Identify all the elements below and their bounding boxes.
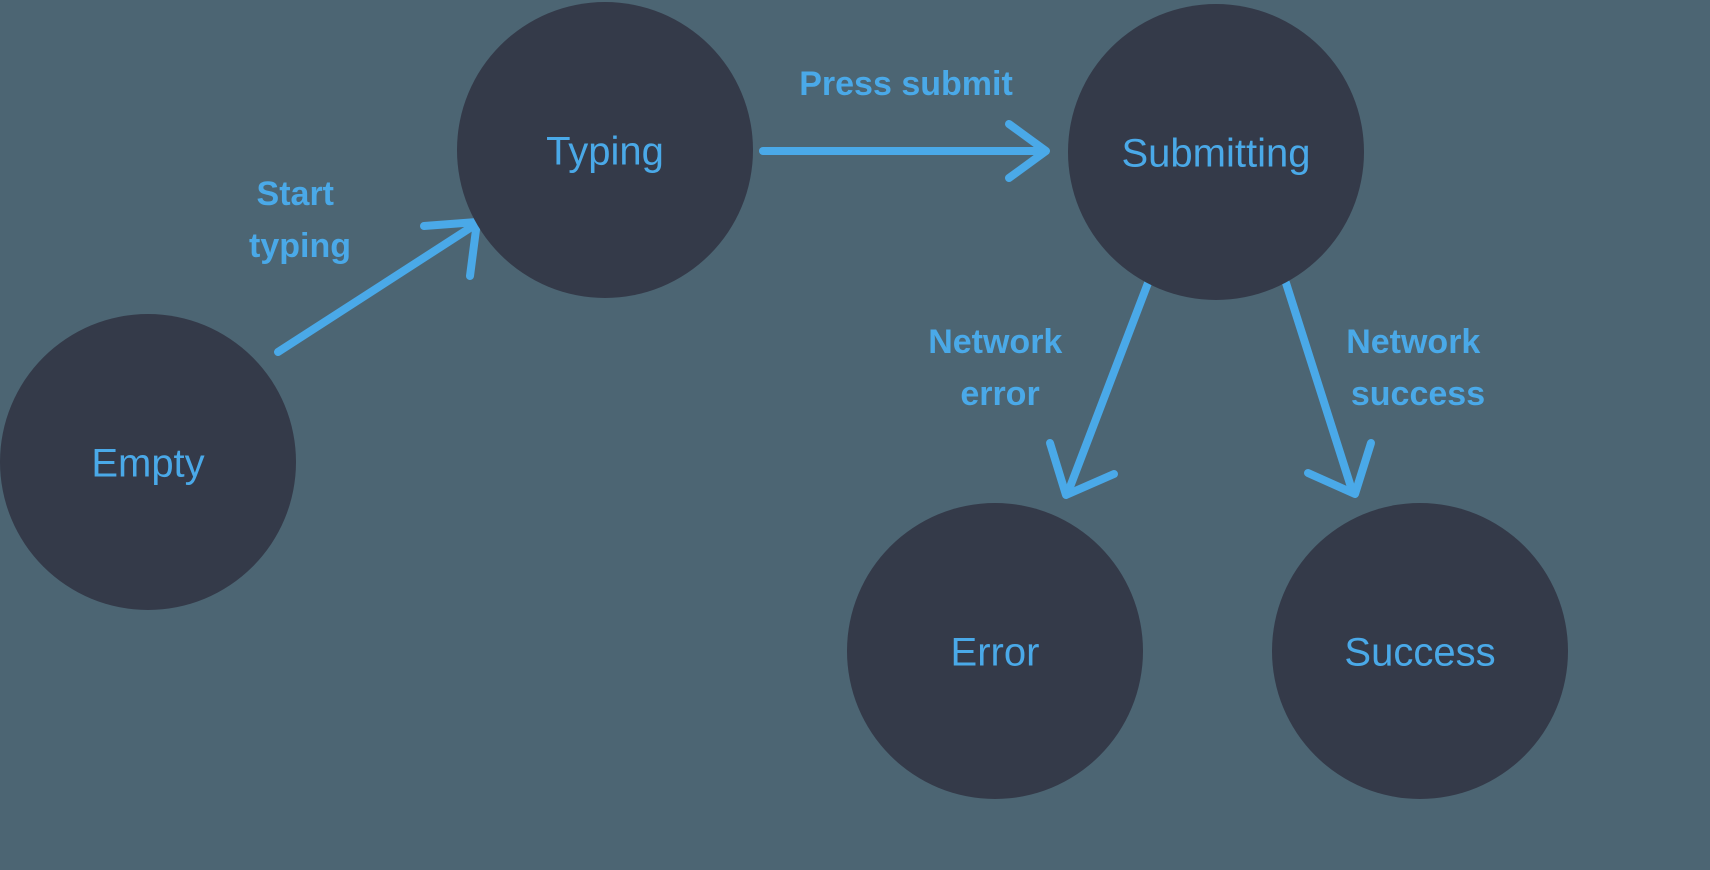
edge-label-network-error-line2: error [960,375,1039,413]
node-typing[interactable]: Typing [457,2,753,298]
node-empty[interactable]: Empty [0,314,296,610]
edge-label-start-typing-line2: typing [249,227,351,265]
edge-submitting-to-success [1282,279,1375,498]
node-success-circle[interactable] [1272,503,1568,799]
node-success-label: Success [1344,631,1495,675]
node-empty-label: Empty [91,442,204,486]
edge-label-network-error-line1: Network [928,323,1062,361]
edge-label-press-submit: Press submit [799,65,1013,103]
edge-label-network-error: Network error [928,323,1072,413]
edge-typing-to-submitting-arrowhead [1005,120,1050,182]
edge-submitting-to-success-arrowhead [1304,439,1375,498]
node-error-label: Error [951,631,1040,675]
edge-typing-to-submitting [759,120,1050,182]
edge-label-press-submit-line1: Press submit [799,65,1013,103]
edge-label-start-typing-line1: Start [257,175,334,213]
node-typing-circle[interactable] [457,2,753,298]
node-error[interactable]: Error [847,503,1143,799]
edge-submitting-to-error [1046,279,1152,499]
edge-submitting-to-error-arrowhead [1046,439,1118,499]
edge-label-network-success: Network success [1346,323,1490,413]
node-submitting[interactable]: Submitting [1068,4,1364,300]
node-submitting-label: Submitting [1122,132,1311,176]
edge-label-start-typing: Start typing [249,175,351,265]
node-typing-label: Typing [546,130,664,174]
node-error-circle[interactable] [847,503,1143,799]
node-success[interactable]: Success [1272,503,1568,799]
edge-submitting-to-error-line [1066,279,1152,491]
edge-submitting-to-success-line [1282,279,1355,491]
edge-empty-to-typing-line [274,224,474,356]
node-submitting-circle[interactable] [1068,4,1364,300]
edge-label-network-success-line1: Network [1346,323,1480,361]
node-empty-circle[interactable] [0,314,296,610]
edge-label-network-success-line2: success [1351,375,1485,413]
